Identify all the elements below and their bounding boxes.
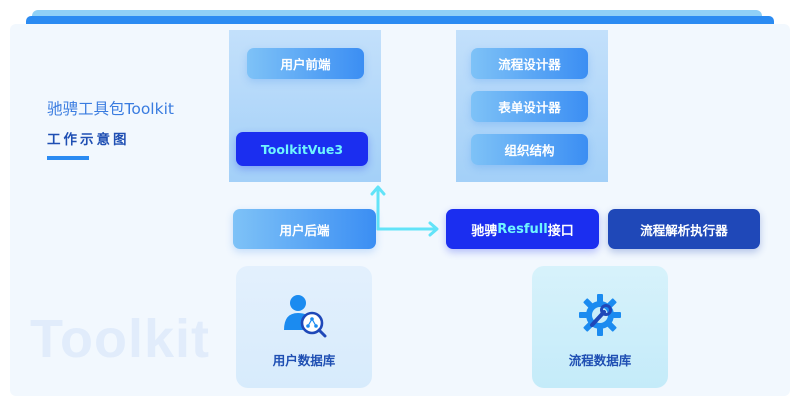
user-backend-node: 用户后端 [233, 209, 376, 249]
user-database-label: 用户数据库 [272, 353, 336, 368]
user-frontend-node: 用户前端 [247, 48, 364, 79]
watermark-text: Toolkit [30, 309, 210, 369]
flow-engine-node: 流程解析执行器 [608, 209, 760, 249]
restful-suffix: 接口 [547, 223, 574, 239]
diagram-title: 驰骋工具包Toolkit [47, 100, 174, 118]
form-designer-node: 表单设计器 [471, 91, 588, 122]
diagram-subtitle: 工作示意图 [47, 132, 130, 148]
gear-wrench-icon [579, 294, 621, 336]
user-network-icon [284, 295, 327, 338]
restful-api-node: 驰骋 Resfull 接口 [446, 209, 599, 249]
user-database-node: 用户数据库 [236, 266, 372, 388]
org-structure-node: 组织结构 [471, 134, 588, 165]
toolkit-vue3-label: ToolkitVue3 [260, 141, 344, 157]
toolkit-vue3-node: ToolkitVue3 [236, 132, 368, 166]
arrow-up-head [370, 185, 386, 196]
flow-database-label: 流程数据库 [568, 353, 632, 368]
restful-highlight: Resfull [497, 221, 548, 237]
title-underline [47, 156, 89, 160]
flow-database-node: 流程数据库 [532, 266, 668, 388]
header-bar [26, 16, 774, 25]
arrow-right-head [428, 221, 439, 237]
flow-designer-node: 流程设计器 [471, 48, 588, 79]
restful-prefix: 驰骋 [471, 223, 498, 239]
